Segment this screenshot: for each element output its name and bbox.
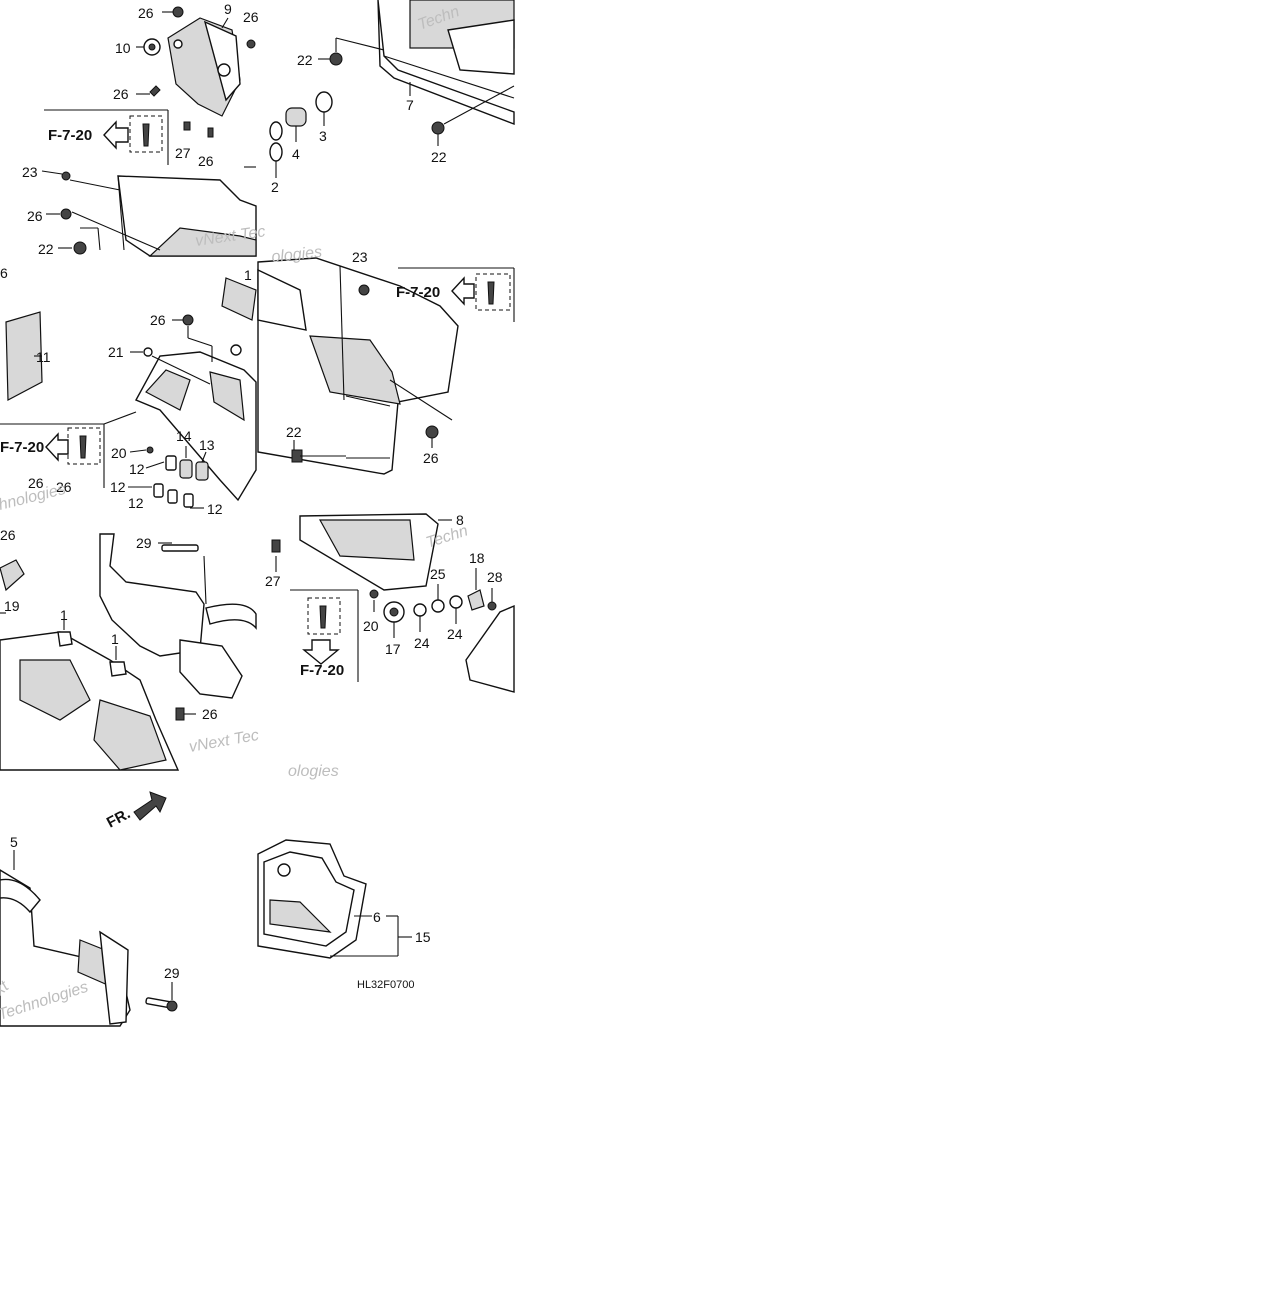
callout-c26f: 26 [150,312,166,328]
steering-bracket [99,533,205,657]
callout-c8: 8 [456,512,464,528]
callout-c15: 15 [415,929,431,945]
tile-bottom-left [0,791,178,1027]
callout-c29b: 29 [164,965,180,981]
ref-clip [142,123,150,147]
callout-c3: 3 [319,128,327,144]
bracket-hole [217,63,231,77]
callout-c6: 6 [373,909,381,925]
callout-c22a: 22 [38,241,54,257]
callout-c24b: 24 [447,626,463,642]
callout-c28: 28 [487,569,503,585]
ref-label-f-7-20: F-7-20 [300,662,344,679]
tile-lower-right [271,513,515,693]
callout-c2: 2 [271,179,279,195]
callout-c25: 25 [430,566,446,582]
callout-c21: 21 [108,344,124,360]
callout-c22d: 22 [286,424,302,440]
ref-label-f-7-20: F-7-20 [396,284,440,301]
callout-c26b: 26 [243,9,259,25]
tile-mid-right [257,257,515,475]
clip-fastener [246,39,256,49]
grommet-3 [315,91,333,113]
callout-c24a: 24 [414,635,430,651]
callout-c5: 5 [10,834,18,850]
tile-bottom-right [257,839,412,959]
push-rivet-27 [183,121,191,131]
callout-c23b: 23 [352,249,368,265]
cargo-mesh [309,335,401,405]
watermark-text: vNext Tec [188,727,260,756]
bracket-hole [173,39,183,49]
callout-c7: 7 [406,97,414,113]
grille-11 [5,311,43,401]
clip-fastener [207,127,214,138]
callout-c12c: 12 [128,495,144,511]
tile-lower-left [0,533,257,771]
callout-c17: 17 [385,641,401,657]
front-arrow [133,791,167,821]
callout-c1a: 1 [60,607,68,623]
callout-c22b: 22 [297,52,313,68]
callout-c11: 11 [36,349,51,365]
tile-mid-left [0,277,257,509]
callout-c26c: 26 [113,86,129,102]
callout-c1b: 1 [111,631,119,647]
clip-fastener [172,6,184,18]
ref-label-f-7-20: F-7-20 [48,127,92,144]
callout-c26k: 26 [0,527,16,543]
reference-labels: F-7-20F-7-20F-7-20F-7-20 [0,127,440,679]
front-label: FR. [104,805,133,831]
tray-7 [377,0,515,126]
callout-c20a: 20 [111,445,127,461]
side-panel [465,604,515,693]
callout-c27b: 27 [265,573,281,589]
callout-c26d: 26 [198,153,214,169]
callout-c14: 14 [176,428,192,444]
callout-c6b: 6 [0,265,8,281]
watermark-text: ologies [288,763,339,780]
callout-c27a: 27 [175,145,191,161]
mesh-panel [221,277,257,321]
callout-c4: 4 [292,146,300,162]
diagram-code: HL32F0700 [357,979,415,991]
ref-arrow [103,120,129,150]
ref-label-f-7-20: F-7-20 [0,439,44,456]
watermark-text: ologies [271,244,323,266]
callout-c26e: 26 [27,208,43,224]
bolt-29 [161,544,199,552]
callout-c26g: 26 [28,475,44,491]
callout-c1c: 1 [244,267,252,283]
callout-c26i: 26 [423,450,439,466]
callout-c12a: 12 [129,461,145,477]
callout-c22c: 22 [431,149,447,165]
callout-c26j: 26 [202,706,218,722]
grommet-center [148,43,156,51]
callout-c9: 9 [224,1,232,17]
tile-top-left [41,6,257,257]
floor-mesh [148,227,257,257]
tray-edge [447,19,515,75]
callout-c10: 10 [115,40,131,56]
callout-c12b: 12 [110,479,126,495]
callout-c23a: 23 [22,164,38,180]
tile-top-right [244,0,515,178]
callout-c18: 18 [469,550,485,566]
callout-c26a: 26 [138,5,154,21]
ref-dashed-box [129,115,163,153]
callout-c26h: 26 [56,479,72,495]
callout-c13: 13 [199,437,215,453]
grommet-4 [285,107,307,127]
callout-c29a: 29 [136,535,152,551]
callout-c20b: 20 [363,618,379,634]
callout-c19: 19 [4,598,20,614]
clip-fastener [149,85,161,97]
callout-c12d: 12 [207,501,223,517]
mesh-19 [0,559,25,592]
